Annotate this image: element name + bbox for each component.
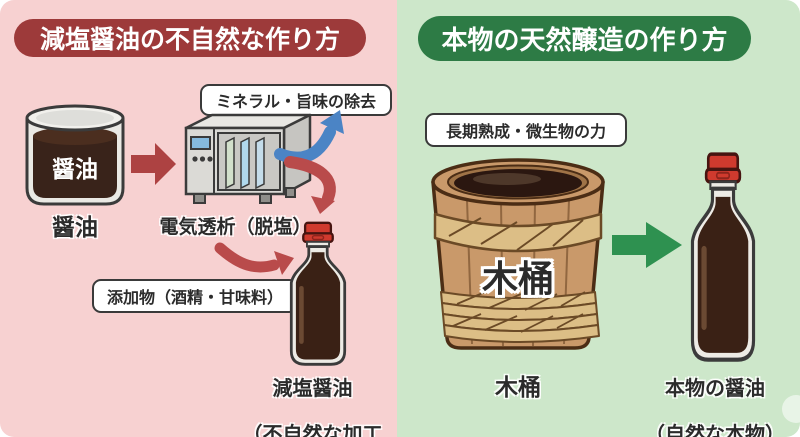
pot-soy-sauce-text: 醤油 bbox=[52, 157, 98, 183]
left-bottle-caption-line1: 減塩醤油 bbox=[272, 376, 353, 400]
soy-sauce-pot-illustration bbox=[25, 104, 125, 206]
pot-caption: 醤油 bbox=[52, 215, 98, 241]
right-bottle-caption-line1: 本物の醤油 bbox=[665, 376, 765, 400]
green-arrow-icon bbox=[612, 222, 682, 268]
left-bottle-caption-line2: （不自然な加工品） bbox=[242, 422, 383, 437]
red-curved-arrow-right-icon bbox=[214, 242, 294, 275]
watermark-circle bbox=[782, 395, 800, 423]
barrel-caption: 木桶 bbox=[495, 375, 541, 401]
machine-caption: 電気透析（脱塩） bbox=[159, 216, 312, 238]
additives-label: 添加物（酒精・甘味料） bbox=[92, 279, 298, 313]
aging-microbes-label: 長期熟成・微生物の力 bbox=[425, 113, 627, 147]
real-soy-sauce-bottle-illustration bbox=[690, 152, 756, 362]
electrodialysis-machine-illustration bbox=[184, 113, 312, 204]
right-bottle-caption-line2: （自然な本物） bbox=[645, 422, 785, 437]
left-bottle-caption: 減塩醤油 （不自然な加工品） bbox=[230, 377, 395, 437]
low-salt-soy-sauce-bottle-illustration bbox=[289, 221, 347, 366]
right-bottle-caption: 本物の醤油 （自然な本物） bbox=[640, 377, 790, 437]
barrel-kioke-text: 木桶 bbox=[481, 259, 554, 300]
left-panel-title: 減塩醤油の不自然な作り方 bbox=[14, 19, 366, 57]
right-panel-title: 本物の天然醸造の作り方 bbox=[418, 16, 751, 61]
blue-curved-arrow-icon bbox=[274, 110, 344, 164]
wooden-barrel-illustration bbox=[431, 158, 605, 350]
red-curved-arrow-down-icon bbox=[284, 156, 336, 214]
red-arrow-icon bbox=[131, 143, 176, 185]
